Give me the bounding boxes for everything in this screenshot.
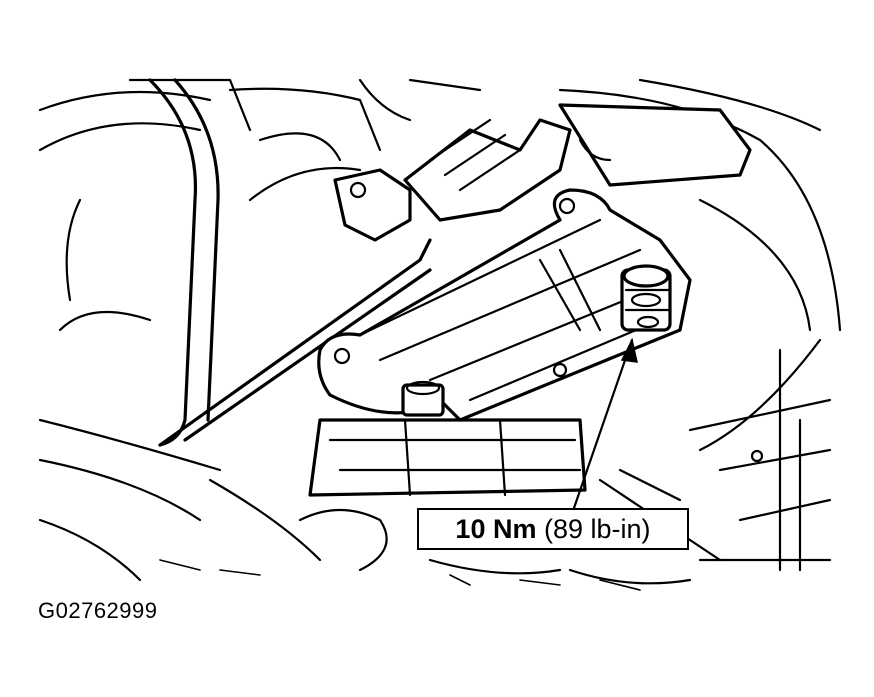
- torque-unit: Nm: [492, 513, 537, 544]
- torque-value: 10: [455, 513, 486, 544]
- crossmember: [308, 380, 587, 497]
- mount-bracket: [317, 188, 692, 422]
- coolant-pipe: [148, 78, 432, 447]
- background-linework: [38, 78, 842, 591]
- connector-sensor: [333, 103, 752, 242]
- torque-imperial: (89 lb-in): [544, 513, 651, 544]
- mount-nut: [620, 264, 672, 332]
- callout-leader: [572, 337, 638, 510]
- figure-id: G02762999: [38, 598, 158, 623]
- torque-callout: 10 Nm (89 lb-in): [417, 508, 689, 550]
